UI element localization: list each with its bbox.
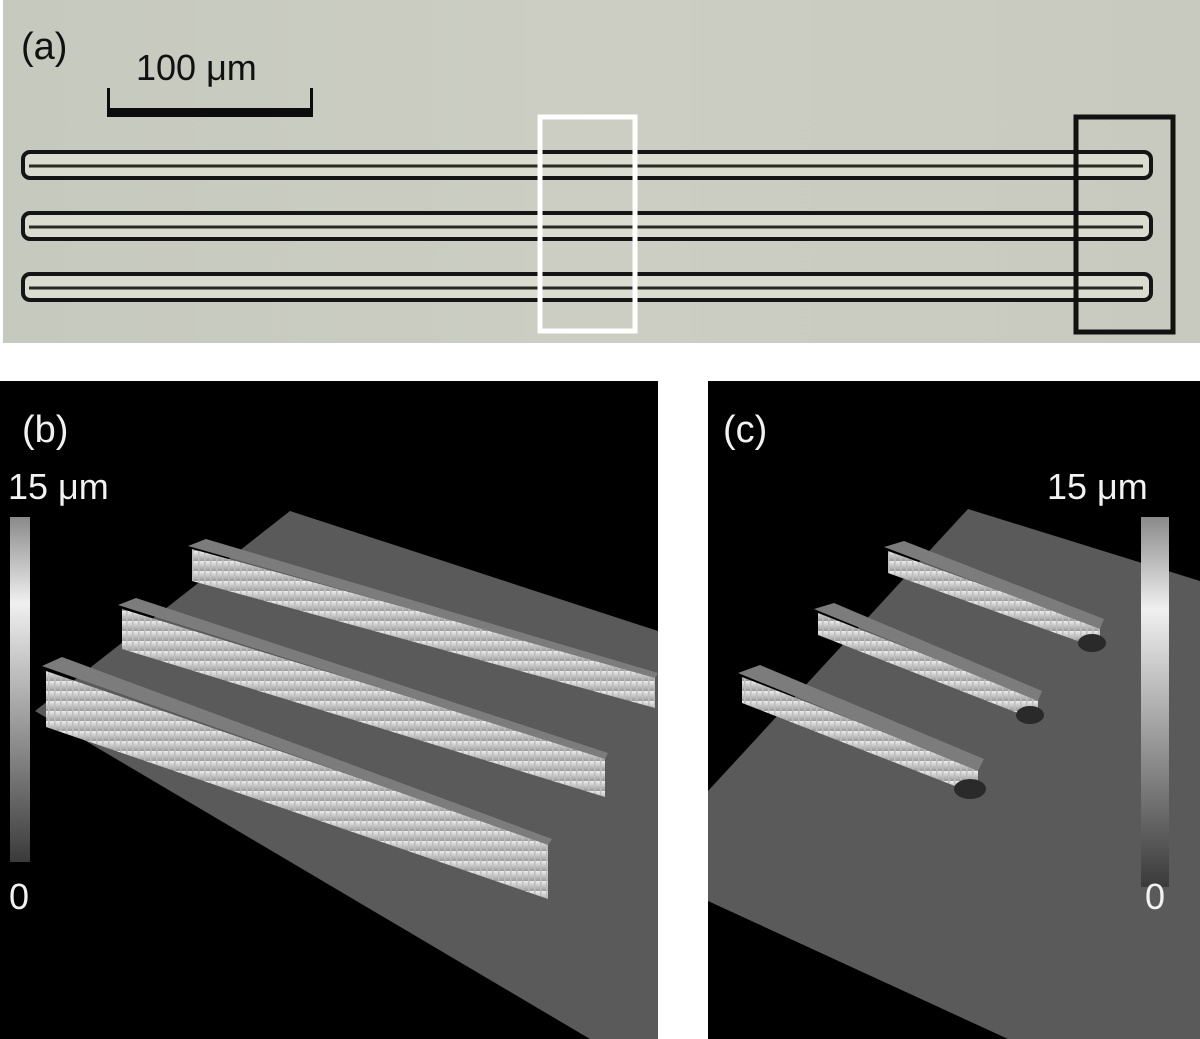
scale-bar-label: 100 μm xyxy=(136,47,257,88)
surface-render-ends: (c) 15 μm 0 xyxy=(708,381,1200,1039)
surface-render-image xyxy=(708,509,1200,1039)
colorbar-max-label: 15 μm xyxy=(8,466,109,507)
colorbar-min-label: 0 xyxy=(1145,876,1166,917)
channel xyxy=(21,211,1153,241)
panel-a-label: (a) xyxy=(21,26,68,68)
micrograph-panel: (a) 100 μm xyxy=(3,0,1200,343)
height-colorbar xyxy=(10,517,30,862)
scale-bar xyxy=(107,108,313,117)
height-colorbar xyxy=(1141,517,1169,887)
colorbar-max-label: 15 μm xyxy=(1047,466,1148,507)
surface-render-image xyxy=(10,511,658,1039)
channel xyxy=(21,272,1153,302)
surface-render-middle: (b) 15 μm 0 xyxy=(0,381,658,1039)
micrograph-image xyxy=(3,0,1200,343)
panel-b-label: (b) xyxy=(22,409,69,451)
black-highlight-box xyxy=(1073,114,1176,335)
panel-c-label: (c) xyxy=(723,409,768,451)
channel xyxy=(21,150,1153,180)
colorbar-min-label: 0 xyxy=(9,876,30,917)
white-highlight-box xyxy=(537,114,638,334)
